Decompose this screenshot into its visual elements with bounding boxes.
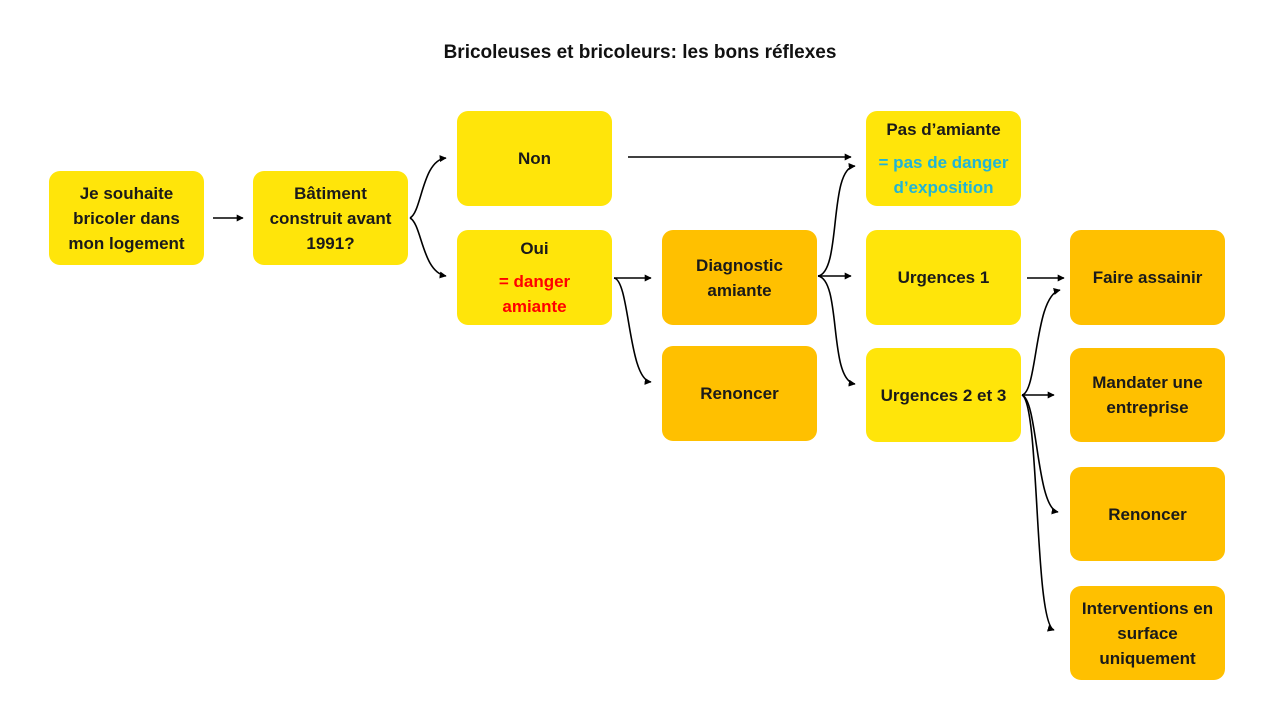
arrow-urgency23-to-surface bbox=[1021, 394, 1055, 632]
start-box: Je souhaite bricoler dans mon logement bbox=[49, 171, 204, 265]
arrow-urgency23-to-renounce bbox=[1021, 394, 1059, 515]
built-before-box: Bâtiment construit avant 1991? bbox=[253, 171, 408, 265]
urgency-1-box: Urgences 1 bbox=[866, 230, 1021, 325]
renounce-box-2: Renoncer bbox=[1070, 467, 1225, 561]
no-box: Non bbox=[457, 111, 612, 206]
no-asbestos-label: Pas d’amiante bbox=[886, 120, 1001, 139]
urgency-23-box: Urgences 2 et 3 bbox=[866, 348, 1021, 442]
surface-only-label: Interventions en surface uniquement bbox=[1081, 598, 1214, 668]
arrow-built-to-yes bbox=[409, 217, 447, 279]
diagram-title: Bricoleuses et bricoleurs: les bons réfl… bbox=[443, 42, 837, 63]
remediate-box: Faire assainir bbox=[1070, 230, 1225, 325]
start-label: Je souhaite bricoler dans mon logement bbox=[68, 183, 185, 253]
yes-box: Oui = danger amiante bbox=[457, 230, 612, 325]
arrow-diag-to-urgency23 bbox=[817, 275, 856, 387]
yes-danger-note: = danger amiante bbox=[498, 272, 571, 316]
no-asbestos-note: = pas de danger d’exposition bbox=[878, 153, 1009, 197]
no-label: Non bbox=[517, 149, 552, 168]
arrow-built-to-no bbox=[409, 155, 447, 219]
built-before-label: Bâtiment construit avant 1991? bbox=[269, 183, 392, 253]
diagnostic-label: Diagnostic amiante bbox=[696, 255, 783, 300]
yes-label: Oui bbox=[520, 239, 549, 258]
remediate-label: Faire assainir bbox=[1092, 268, 1203, 287]
arrow-diag-to-no-asbestos bbox=[817, 163, 856, 277]
arrow-yes-to-renounce bbox=[613, 277, 652, 385]
renounce-label-1: Renoncer bbox=[700, 384, 779, 403]
hire-company-box: Mandater une entreprise bbox=[1070, 348, 1225, 442]
no-asbestos-box: Pas d’amiante = pas de danger d’expositi… bbox=[866, 111, 1021, 206]
urgency-1-label: Urgences 1 bbox=[897, 268, 990, 287]
hire-company-label: Mandater une entreprise bbox=[1092, 373, 1203, 417]
arrow-urgency23-to-remediate bbox=[1021, 288, 1061, 396]
renounce-label-2: Renoncer bbox=[1108, 504, 1187, 524]
diagnostic-box: Diagnostic amiante bbox=[662, 230, 817, 325]
urgency-23-label: Urgences 2 et 3 bbox=[880, 385, 1007, 405]
surface-only-box: Interventions en surface uniquement bbox=[1070, 586, 1225, 680]
renounce-box-1: Renoncer bbox=[662, 346, 817, 441]
